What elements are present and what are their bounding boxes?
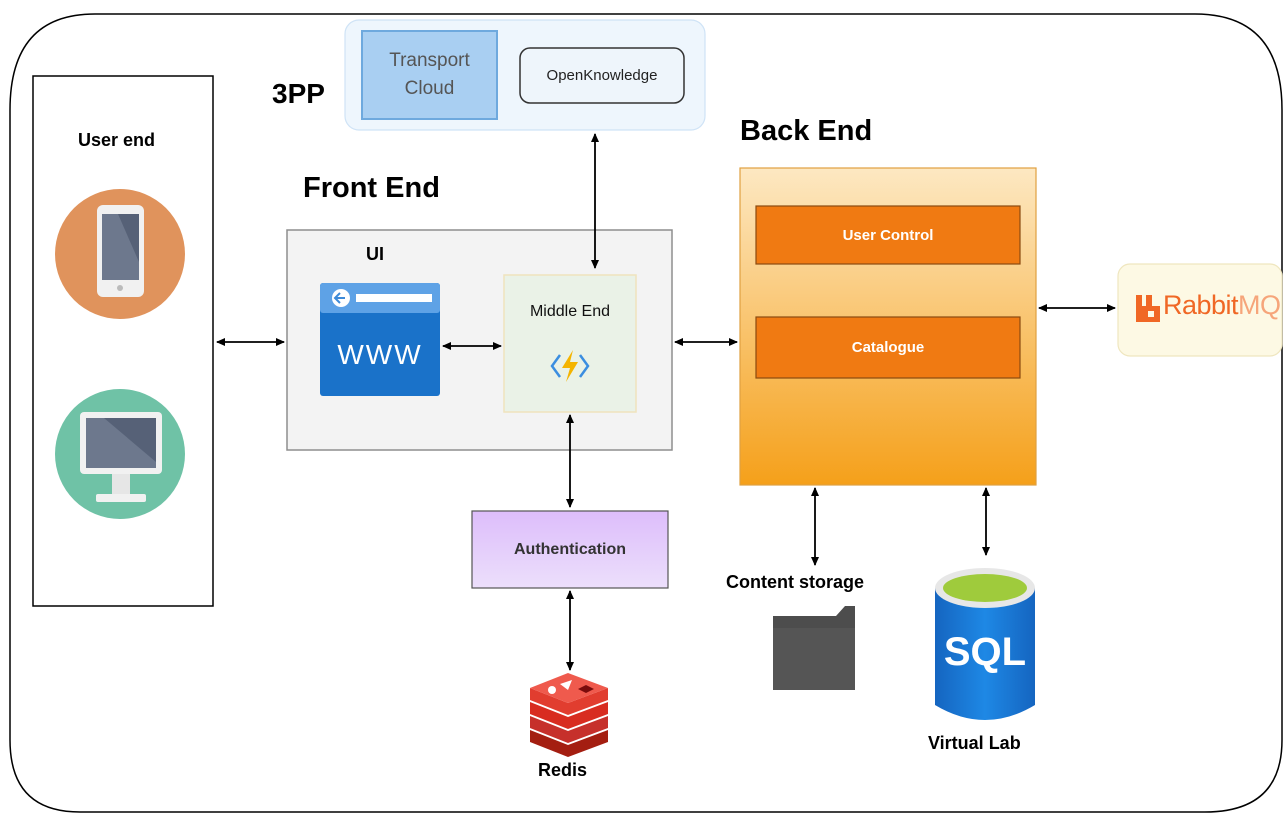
rabbitmq-label: RabbitMQ [1163, 290, 1281, 321]
redis-icon [530, 673, 608, 757]
user-end-title: User end [78, 130, 156, 150]
user-end-panel [32, 75, 214, 607]
open-knowledge-label: OpenKnowledge [546, 67, 658, 84]
rabbitmq-logo [1136, 295, 1160, 322]
desktop-monitor-icon [55, 389, 185, 519]
sql-database-icon [935, 568, 1035, 720]
authentication-box [471, 510, 669, 589]
middle-end-label: Middle End [529, 303, 611, 320]
azure-function-icon [550, 350, 590, 382]
rabbitmq-brand: Rabbit [1163, 290, 1239, 320]
transport-cloud-label: Transport Cloud [389, 50, 470, 99]
redis-label: Redis [538, 760, 588, 780]
middle-end-box [503, 274, 637, 413]
user-control-box [755, 205, 1021, 265]
catalogue-box [755, 316, 1021, 379]
folder-icon [773, 606, 855, 690]
user-control-label: User Control [842, 226, 934, 244]
virtual-lab-label: Virtual Lab [928, 733, 1021, 753]
third-party-title: 3PP [272, 78, 325, 109]
open-knowledge-box [519, 47, 685, 104]
front-end-title: Front End [303, 172, 440, 204]
back-end-title: Back End [740, 115, 873, 147]
sql-icon-text: SQL [943, 629, 1027, 674]
transport-cloud-box [361, 30, 498, 120]
connectors [216, 133, 1116, 671]
authentication-label: Authentication [514, 540, 626, 558]
ui-label: UI [366, 244, 384, 264]
browser-www-icon [320, 283, 440, 396]
rabbitmq-suffix: MQ [1238, 290, 1281, 320]
catalogue-label: Catalogue [851, 339, 925, 356]
rabbitmq-box [1117, 263, 1283, 357]
www-label: WWW [337, 339, 423, 370]
smartphone-icon [55, 189, 185, 319]
content-storage-label: Content storage [726, 572, 865, 592]
